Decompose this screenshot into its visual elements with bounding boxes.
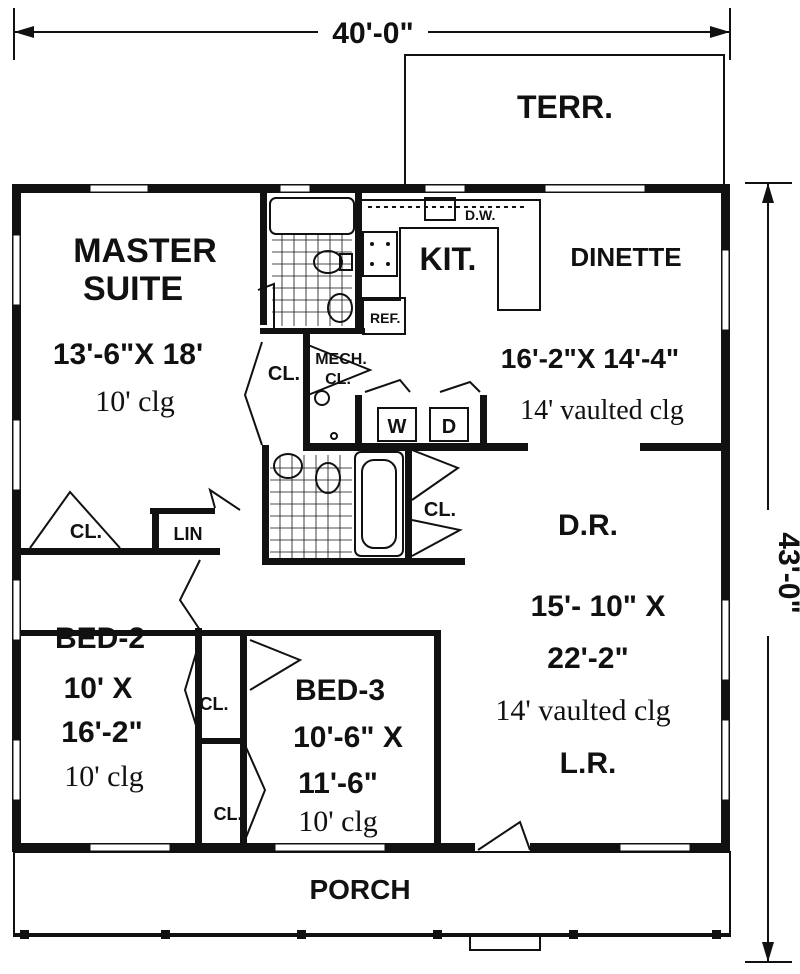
bed2-size-line1: 10' X [64,672,133,705]
hall-sink-icon [273,453,303,479]
laundry: W D [364,378,481,442]
bed3-ceiling: 10' clg [298,805,378,838]
bed2-ceiling: 10' clg [64,760,144,793]
dinette-name: DINETTE [570,242,681,272]
hall-bath [270,451,404,558]
terrace-name: TERR. [517,89,613,125]
closet-label-bed3: CL. [214,804,243,824]
master-toilet-icon [313,250,343,274]
width-dimension: 40'-0" [13,8,731,60]
hall-tub-icon [354,451,404,557]
bed-3: BED-3 10'-6" X 11'-6" 10' clg [293,674,403,838]
mech-label-line2: CL. [325,371,351,388]
mech-label-line1: MECH. [315,351,367,368]
doors [29,341,463,841]
linen-label: LIN [174,524,203,544]
closet-label-hall: CL. [424,499,456,521]
bed2-name: BED-2 [55,622,145,655]
washer-icon [377,407,417,442]
master-sink-icon [327,293,353,323]
width-dimension-label: 40'-0" [332,17,413,50]
depth-dimension-label: 43'-0" [772,532,800,613]
terrace: TERR. [404,54,725,186]
interior-walls [20,190,725,850]
closet-label-master-suite: CL. [70,521,102,543]
exterior-walls [12,184,730,852]
closet-label-bed2: CL. [200,694,229,714]
porch: PORCH [13,851,731,951]
bed-2: BED-2 10' X 16'-2" 10' clg [55,622,145,793]
dryer-label: D [442,416,456,438]
dining-size-line1: 15'- 10" X [531,590,666,623]
dining-ceiling: 14' vaulted clg [495,694,670,727]
dining-name: D.R. [558,509,618,542]
master-tub-icon [269,197,355,235]
dinette: DINETTE 16'-2"X 14'-4" 14' vaulted clg [501,242,684,426]
master-suite: MASTER SUITE 13'-6"X 18' 10' clg [53,232,217,418]
master-bath [257,197,355,328]
living-name: L.R. [560,747,617,780]
washer-label: W [388,416,407,438]
range-icon [362,231,398,277]
hall-toilet-icon [315,462,341,494]
master-name-line1: MASTER [73,232,217,270]
refrigerator-label: REF. [370,310,400,326]
master-size: 13'-6"X 18' [53,338,203,371]
master-name-line2: SUITE [83,270,183,308]
bed3-size-line1: 10'-6" X [293,721,403,754]
bed3-name: BED-3 [295,674,385,707]
small-labels: CL. MECH. CL. CL. LIN CL. CL. CL. [70,351,456,824]
closet-label-master: CL. [268,363,300,385]
kitchen: KIT. [420,241,477,277]
master-ceiling: 10' clg [95,385,175,418]
porch-name: PORCH [309,874,410,905]
dinette-ceiling: 14' vaulted clg [520,395,684,426]
dining-size-line2: 22'-2" [547,642,628,675]
kitchen-fixtures: REF. D.W. [362,197,541,335]
dishwasher-label: D.W. [465,207,495,223]
dryer-icon [429,407,469,442]
depth-dimension: 43'-0" [745,182,800,963]
kitchen-sink-icon [424,197,456,221]
dining-living: D.R. 15'- 10" X 22'-2" 14' vaulted clg L… [495,509,670,780]
dinette-size: 16'-2"X 14'-4" [501,343,679,374]
bed3-size-line2: 11'-6" [298,767,378,800]
refrigerator-icon [362,297,406,335]
kitchen-name: KIT. [420,241,477,277]
bed2-size-line2: 16'-2" [61,716,142,749]
